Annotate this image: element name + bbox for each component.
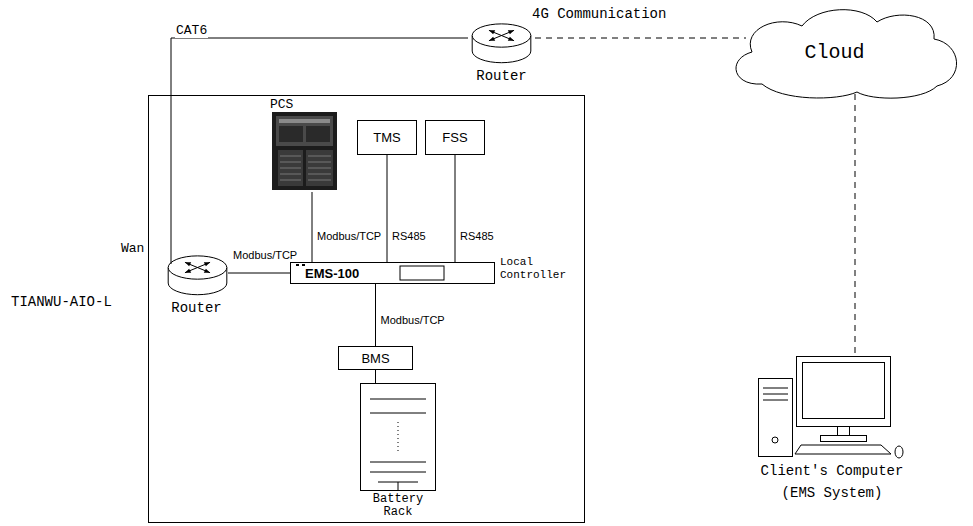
connection-label: 4G Communication [531, 6, 667, 22]
cable-link [228, 273, 290, 274]
cable-link [171, 38, 468, 264]
pcs-node: PCS [270, 97, 338, 192]
edge-label-holder: Modbus/TCP [380, 310, 446, 328]
battery-rack-drawing [361, 384, 436, 491]
controller-box: EMS-100 [290, 262, 495, 284]
controller-note: Local Controller [499, 256, 569, 282]
cable-link [375, 370, 376, 383]
box-label: TMS [373, 130, 400, 145]
port-label: Wan [120, 241, 145, 256]
box-label: BMS [361, 351, 389, 366]
battery-label: Battery Rack [360, 493, 436, 519]
connection-label: CAT6 [175, 23, 208, 38]
pcs-label: PCS [270, 97, 338, 112]
edge-label-holder: CAT6 [175, 20, 208, 38]
process-box: TMS [357, 120, 417, 155]
cable-link [387, 155, 388, 262]
battery-node: Battery Rack [360, 383, 436, 519]
router-label: Router [163, 300, 230, 317]
edge-label-holder: RS485 [391, 226, 427, 244]
router-node: Router [468, 20, 535, 90]
label-holder: Wan [120, 238, 145, 256]
connection-label: RS485 [391, 230, 427, 243]
computer-node: Client's Computer (EMS System) [752, 352, 912, 507]
controller-panel [296, 264, 444, 280]
wireless-link [855, 94, 856, 356]
edge-label-holder: 4G Communication [531, 4, 667, 22]
enclosure-box: TIANWU-AIO-LPCSTMSFSSRouterEMS-100BMSBat… [148, 95, 585, 523]
cloud-node: Cloud [722, 4, 967, 102]
connection-label: Modbus/TCP [316, 230, 382, 243]
edge-label-holder: RS485 [459, 226, 495, 244]
wireless-link [535, 38, 746, 39]
cloud-shape [736, 10, 957, 98]
process-box: BMS [338, 346, 413, 370]
cable-link [375, 284, 376, 346]
box-label: EMS-100 [305, 266, 359, 281]
router-symbol [168, 256, 227, 295]
cable-link [455, 155, 456, 262]
cloud-label: Cloud [804, 41, 864, 65]
pcs-cabinet [272, 112, 337, 190]
label-holder: Local Controller [499, 256, 569, 282]
connection-label: Modbus/TCP [232, 249, 298, 262]
box-label: FSS [442, 130, 467, 145]
enclosure-title: TIANWU-AIO-L [11, 294, 112, 311]
router-label: Router [468, 68, 535, 85]
computer-label: Client's Computer (EMS System) [752, 460, 912, 504]
router-symbol [472, 24, 531, 63]
computer-icon [759, 357, 904, 459]
connection-label: RS485 [459, 230, 495, 243]
process-box: FSS [425, 120, 485, 155]
connection-label: Modbus/TCP [380, 314, 446, 327]
edge-label-holder: Modbus/TCP [316, 226, 382, 244]
cable-link [312, 192, 313, 262]
router-node: Router [163, 252, 230, 322]
edge-label-holder: Modbus/TCP [232, 245, 298, 263]
